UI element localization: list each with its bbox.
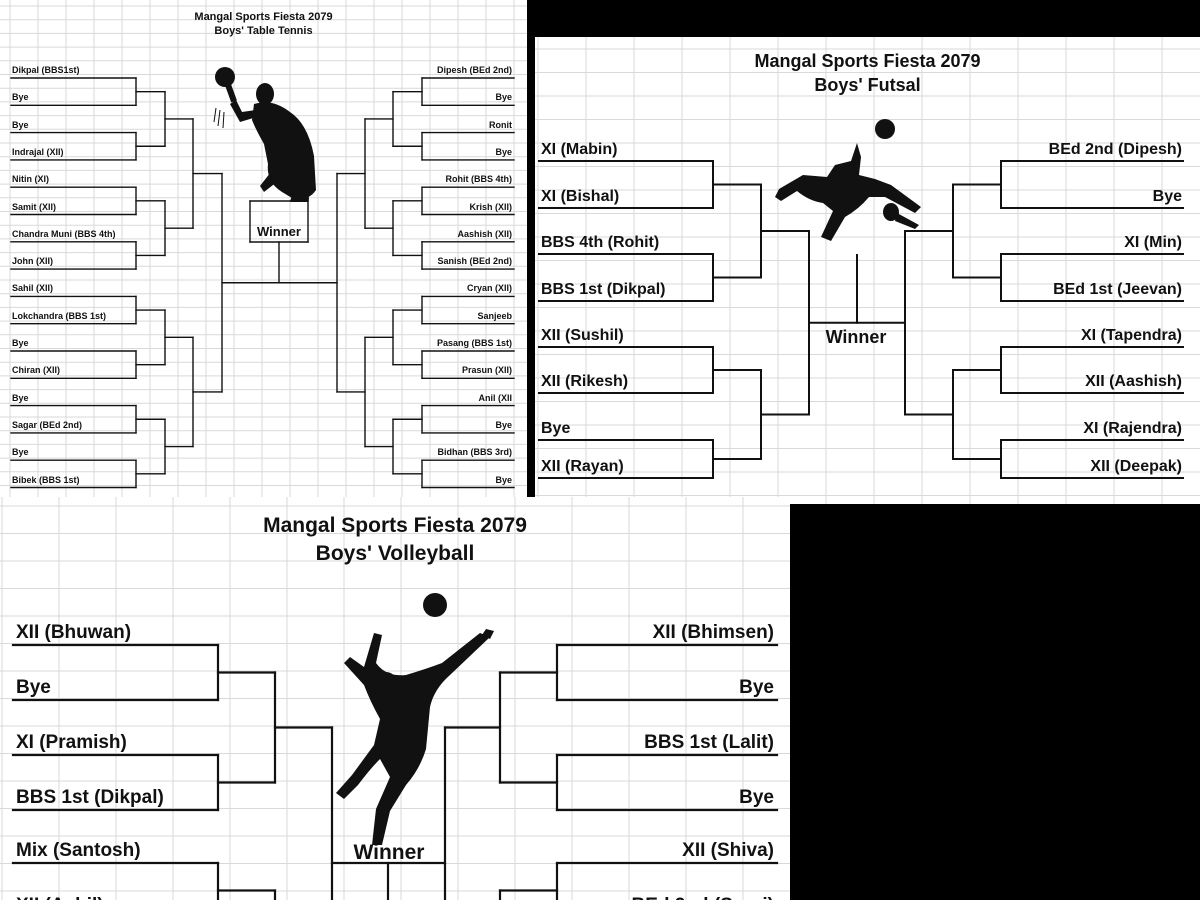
volleyball-bracket-lines bbox=[11, 643, 779, 900]
futsal-left-team-entry: BBS 4th (Rohit) bbox=[541, 234, 660, 251]
futsal-left-team-entry: XII (Rayan) bbox=[541, 458, 624, 475]
spreadsheet-grid bbox=[535, 37, 1200, 504]
futsal-bracket-lines bbox=[538, 160, 1184, 479]
futsal-right-team-entry: XI (Min) bbox=[1124, 234, 1182, 251]
futsal-right-team-entry: XII (Aashish) bbox=[1085, 373, 1182, 390]
table-tennis-left-player-entry: Chiran (XII) bbox=[12, 365, 61, 376]
volleyball-right-team-entry: BBS 1st (Lalit) bbox=[644, 732, 774, 753]
table-tennis-left-player-entry: Bye bbox=[12, 119, 29, 130]
table-tennis-right-player-entry: Prasun (XII) bbox=[461, 365, 512, 376]
volleyball-left-team-entry: XI (Pramish) bbox=[16, 732, 127, 753]
spreadsheet-grid bbox=[0, 0, 527, 497]
volleyball-right-team-entry: XII (Bhimsen) bbox=[652, 622, 774, 643]
futsal-right-team-entry: XII (Deepak) bbox=[1090, 458, 1182, 475]
table-tennis-left-player-entry: Sahil (XII) bbox=[12, 283, 54, 294]
futsal-left-team-entry: XII (Sushil) bbox=[541, 327, 624, 344]
futsal-bicycle-kick-player-icon bbox=[775, 119, 921, 241]
futsal-right-team-entry: Bye bbox=[1152, 188, 1182, 205]
futsal-right-team-entry: BEd 1st (Jeevan) bbox=[1053, 281, 1182, 298]
volleyball-right-team-entry: Bye bbox=[739, 677, 774, 698]
volleyball-right-team-entry: XII (Shiva) bbox=[682, 840, 774, 861]
table-tennis-left-player-entry: Nitin (XI) bbox=[12, 174, 49, 185]
table-tennis-right-player-entry: Sanish (BEd 2nd) bbox=[437, 256, 512, 267]
futsal-right-team-entry: XI (Tapendra) bbox=[1080, 327, 1182, 344]
futsal-right-team-entry: XI (Rajendra) bbox=[1083, 420, 1182, 437]
table-tennis-title: Mangal Sports Fiesta 2079 bbox=[194, 11, 333, 23]
table-tennis-right-player-entry: Bye bbox=[495, 419, 512, 430]
table-tennis-left-player-entry: Bibek (BBS 1st) bbox=[12, 474, 80, 485]
table-tennis-right-player-entry: Bye bbox=[495, 474, 512, 485]
futsal-left-team-entry: XII (Rikesh) bbox=[541, 373, 629, 390]
volleyball-spike-player-icon bbox=[336, 593, 494, 845]
volleyball-left-team-entry: Bye bbox=[16, 677, 51, 698]
futsal-left-team-entry: Bye bbox=[541, 420, 571, 437]
table-tennis-right-player-entry: Ronit bbox=[489, 119, 512, 130]
futsal-right-team-entry: BEd 2nd (Dipesh) bbox=[1048, 141, 1182, 158]
volleyball-title: Mangal Sports Fiesta 2079 bbox=[263, 514, 527, 537]
futsal-left-team-entry: BBS 1st (Dikpal) bbox=[541, 281, 666, 298]
table-tennis-left-player-entry: Samit (XII) bbox=[12, 201, 57, 212]
table-tennis-left-player-entry: Bye bbox=[12, 447, 29, 458]
futsal-bracket-sheet: Mangal Sports Fiesta 2079 Boys' Futsal X… bbox=[535, 37, 1200, 504]
futsal-title: Mangal Sports Fiesta 2079 bbox=[754, 51, 981, 71]
volleyball-left-team-entry: XII (Ashil) bbox=[16, 896, 236, 900]
table-tennis-right-player-entry: Pasang (BBS 1st) bbox=[436, 338, 512, 348]
table-tennis-right-player-entry: Rohit (BBS 4th) bbox=[445, 174, 513, 185]
table-tennis-left-player-entry: Bye bbox=[12, 92, 29, 103]
table-tennis-left-player-entry: Indrajal (XII) bbox=[12, 146, 64, 157]
table-tennis-right-player-entry: Bye bbox=[495, 92, 512, 103]
table-tennis-left-player-entry: Chandra Muni (BBS 4th) bbox=[12, 228, 116, 239]
table-tennis-left-player-entry: Bye bbox=[12, 392, 29, 403]
volleyball-right-team-entry: BEd 2nd (Suraj) bbox=[554, 896, 774, 900]
futsal-left-team-entry: XI (Mabin) bbox=[541, 141, 618, 158]
table-tennis-bracket-lines bbox=[10, 77, 515, 489]
volleyball-bracket-sheet: Mangal Sports Fiesta 2079 Boys' Volleyba… bbox=[0, 497, 790, 900]
table-tennis-right-player-entry: Anil (XII bbox=[478, 392, 513, 403]
table-tennis-subtitle: Boys' Table Tennis bbox=[214, 25, 313, 37]
table-tennis-left-player-entry: Lokchandra (BBS 1st) bbox=[12, 310, 107, 321]
table-tennis-right-player-entry: Aashish (XII) bbox=[457, 228, 512, 239]
table-tennis-left-player-entry: Bye bbox=[12, 338, 29, 348]
table-tennis-right-player-entry: Bye bbox=[495, 146, 512, 157]
volleyball-left-team-entry: BBS 1st (Dikpal) bbox=[16, 787, 164, 808]
table-tennis-player-icon bbox=[213, 67, 316, 202]
table-tennis-left-player-entry: John (XII) bbox=[12, 256, 53, 267]
futsal-subtitle: Boys' Futsal bbox=[814, 75, 921, 95]
volleyball-winner-label: Winner bbox=[353, 841, 425, 864]
volleyball-left-team-entry: XII (Bhuwan) bbox=[16, 622, 132, 643]
table-tennis-left-player-entry: Sagar (BEd 2nd) bbox=[12, 419, 83, 430]
volleyball-subtitle: Boys' Volleyball bbox=[315, 542, 475, 565]
table-tennis-bracket-sheet: Mangal Sports Fiesta 2079 Boys' Table Te… bbox=[0, 0, 527, 497]
table-tennis-winner-label: Winner bbox=[257, 224, 301, 239]
table-tennis-right-player-entry: Bidhan (BBS 3rd) bbox=[437, 447, 512, 458]
table-tennis-right-player-entry: Sanjeeb bbox=[477, 310, 512, 321]
futsal-left-team-entry: XI (Bishal) bbox=[541, 188, 620, 205]
volleyball-left-team-entry: Mix (Santosh) bbox=[16, 840, 141, 861]
volleyball-right-team-entry: Bye bbox=[739, 787, 774, 808]
table-tennis-right-player-entry: Dipesh (BEd 2nd) bbox=[436, 65, 512, 75]
table-tennis-left-player-entry: Dikpal (BBS1st) bbox=[12, 65, 80, 75]
table-tennis-right-player-entry: Cryan (XII) bbox=[466, 283, 512, 294]
futsal-winner-label: Winner bbox=[825, 327, 887, 347]
table-tennis-right-player-entry: Krish (XII) bbox=[469, 201, 512, 212]
